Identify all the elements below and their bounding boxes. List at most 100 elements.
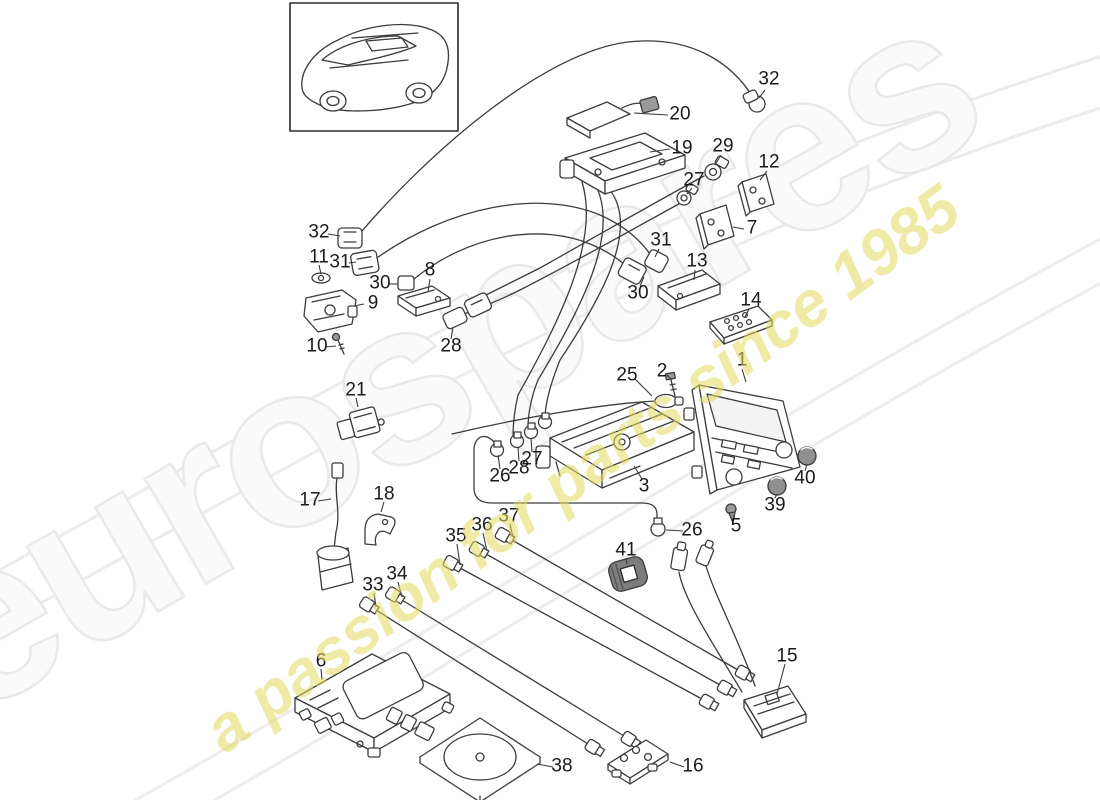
part-label-41[interactable]: 41 [615, 539, 637, 561]
connector-28-pair [442, 292, 493, 330]
y-cable-15 [670, 539, 806, 738]
part-label-9[interactable]: 9 [367, 292, 379, 314]
connector-row [491, 413, 552, 457]
module-8 [398, 286, 450, 316]
part-label-35[interactable]: 35 [445, 525, 467, 547]
part-label-31[interactable]: 31 [650, 229, 672, 251]
part-label-20[interactable]: 20 [669, 103, 691, 125]
amplifier-6 [295, 650, 454, 757]
part-label-15[interactable]: 15 [776, 645, 798, 667]
leader-line-18 [380, 501, 385, 513]
part-label-32[interactable]: 32 [758, 68, 780, 90]
leader-line-41 [625, 557, 628, 565]
cable-37 [494, 527, 756, 684]
part-label-27[interactable]: 27 [683, 169, 705, 191]
bracket-7 [696, 205, 734, 249]
leader-line-14 [744, 308, 750, 318]
leader-line-17 [317, 498, 332, 502]
part-label-1[interactable]: 1 [736, 349, 748, 371]
part-label-13[interactable]: 13 [686, 250, 708, 272]
part-label-27[interactable]: 27 [521, 448, 543, 470]
antenna-17 [317, 463, 353, 590]
part-label-11[interactable]: 11 [309, 246, 329, 268]
cable-25 [452, 395, 683, 435]
display-unit-1 [684, 385, 800, 494]
leader-line-26 [665, 529, 684, 532]
bracket-12 [738, 174, 774, 216]
leader-line-28 [517, 446, 520, 462]
part-label-33[interactable]: 33 [362, 574, 384, 596]
part-label-17[interactable]: 17 [299, 489, 321, 511]
part-label-5[interactable]: 5 [730, 515, 742, 537]
leader-line-9 [353, 303, 365, 307]
leader-line-39 [774, 493, 778, 499]
part-label-37[interactable]: 37 [498, 505, 520, 527]
part-label-39[interactable]: 39 [764, 494, 786, 516]
leader-line-16 [669, 761, 685, 768]
leader-line-32 [327, 233, 341, 237]
leader-line-29 [714, 154, 722, 166]
part-label-2[interactable]: 2 [656, 360, 668, 382]
leader-line-27 [686, 187, 693, 195]
part-label-12[interactable]: 12 [758, 151, 780, 173]
part-label-28[interactable]: 28 [440, 335, 462, 357]
part-label-21[interactable]: 21 [345, 379, 367, 401]
socket-41 [607, 555, 650, 594]
part-label-14[interactable]: 14 [740, 289, 762, 311]
leader-line-11 [318, 264, 322, 275]
part-label-6[interactable]: 6 [315, 650, 327, 672]
leader-line-12 [759, 170, 768, 181]
part-label-34[interactable]: 34 [386, 563, 408, 585]
part-label-40[interactable]: 40 [794, 467, 816, 489]
leader-line-1 [741, 368, 747, 383]
part-label-26[interactable]: 26 [489, 465, 511, 487]
leader-line-2 [666, 374, 673, 381]
module-19 [560, 133, 685, 194]
leader-line-5 [732, 514, 736, 520]
leader-line-40 [804, 463, 808, 472]
part-label-38[interactable]: 38 [551, 755, 573, 777]
leader-line-32 [758, 89, 766, 99]
part-label-31[interactable]: 31 [329, 251, 351, 273]
leader-line-30 [639, 276, 645, 287]
part-label-8[interactable]: 8 [424, 259, 436, 281]
part-label-18[interactable]: 18 [373, 483, 395, 505]
part-label-10[interactable]: 10 [306, 335, 328, 357]
part-label-16[interactable]: 16 [682, 755, 704, 777]
part-label-25[interactable]: 25 [616, 364, 638, 386]
antenna-lead-30 [398, 234, 648, 290]
part-label-3[interactable]: 3 [638, 475, 650, 497]
part-label-30[interactable]: 30 [369, 272, 391, 294]
leader-line-25 [634, 378, 653, 397]
leader-line-36 [482, 532, 488, 552]
part-label-7[interactable]: 7 [746, 217, 758, 239]
part-label-28[interactable]: 28 [508, 457, 530, 479]
leader-line-34 [397, 581, 403, 598]
part-label-36[interactable]: 36 [471, 514, 493, 536]
screw-5 [726, 504, 736, 523]
part-label-19[interactable]: 19 [671, 137, 693, 159]
leader-line-37 [509, 523, 514, 538]
cable-36 [468, 541, 738, 699]
part-label-29[interactable]: 29 [712, 135, 734, 157]
leader-line-7 [732, 226, 745, 230]
sensor-21 [335, 405, 386, 442]
cable-35 [442, 555, 720, 713]
leader-line-15 [776, 663, 786, 695]
part-label-30[interactable]: 30 [627, 282, 649, 304]
leader-line-19 [649, 148, 671, 153]
antenna-lead-31 [350, 203, 669, 276]
cable-33 [358, 596, 605, 758]
radio-chassis-3 [536, 402, 694, 488]
leader-line-28 [450, 326, 454, 340]
antenna-lead-32 [338, 41, 765, 248]
leader-line-26 [497, 454, 501, 470]
part-label-32[interactable]: 32 [308, 221, 330, 243]
part-label-26[interactable]: 26 [681, 519, 703, 541]
leader-line-20 [633, 112, 669, 116]
module-20 [567, 96, 659, 138]
bracket-9 [304, 290, 357, 332]
module-13 [658, 270, 720, 310]
